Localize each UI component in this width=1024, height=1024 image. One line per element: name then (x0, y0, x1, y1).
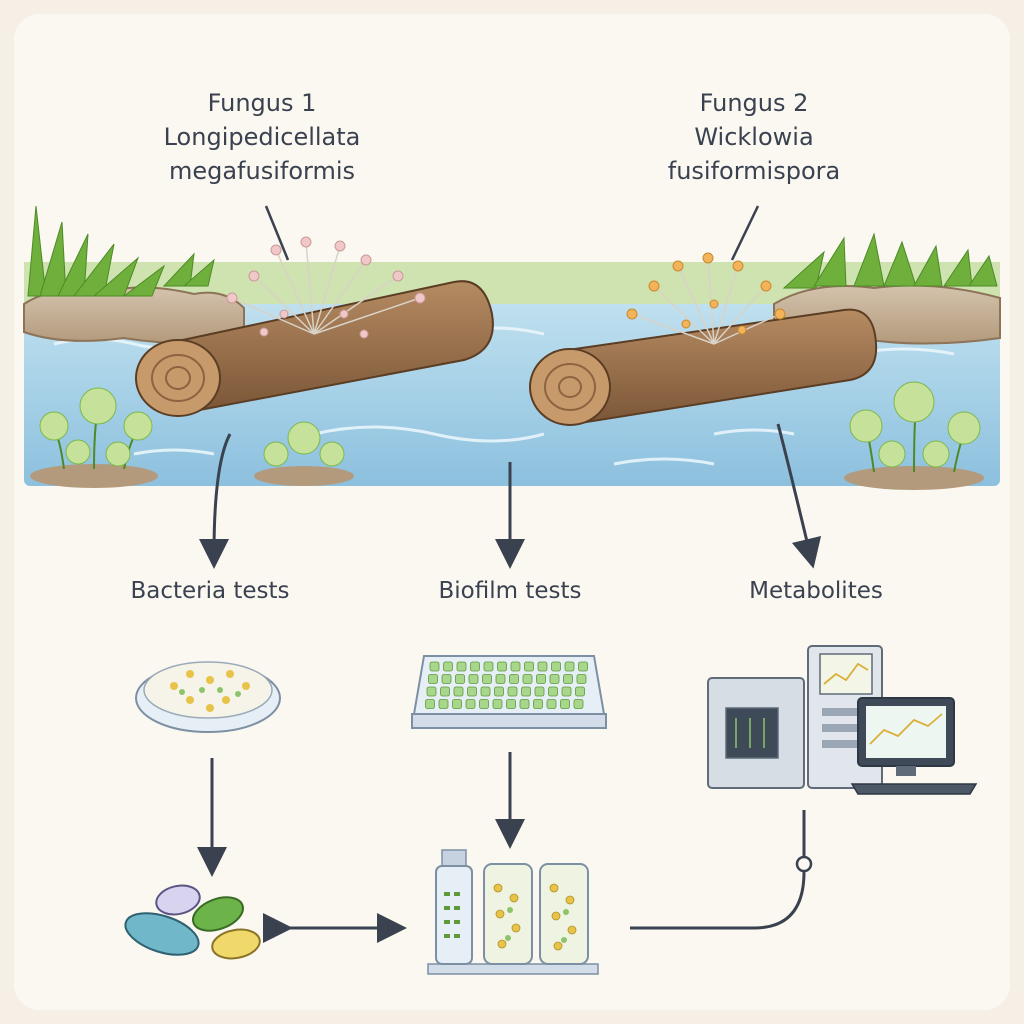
well (438, 699, 449, 709)
well (492, 699, 503, 709)
well (573, 699, 584, 709)
well (509, 674, 519, 684)
well (551, 661, 561, 672)
arrow-to-metabolites (776, 423, 822, 569)
left-grass (27, 205, 215, 297)
well (429, 661, 440, 672)
petri-dish-icon (135, 661, 281, 733)
connector-node (795, 855, 813, 873)
well (494, 686, 504, 697)
well (482, 674, 492, 684)
computer-monitor-icon (850, 697, 978, 795)
well (480, 686, 491, 697)
log-left (135, 280, 494, 417)
well (452, 699, 462, 709)
well (495, 674, 506, 684)
well (465, 699, 476, 709)
well (455, 674, 465, 684)
well (425, 699, 435, 709)
right-grass (782, 232, 998, 289)
well (522, 674, 533, 684)
well (576, 674, 587, 684)
well (467, 686, 477, 697)
well (524, 661, 534, 672)
well (497, 661, 507, 672)
left-plant (30, 387, 158, 488)
fungus-2-pointer (730, 205, 760, 261)
fungus-1-species-line2: megafusiformis (168, 157, 356, 185)
well (519, 699, 530, 709)
stage-metabolites: Metabolites (749, 578, 883, 604)
well (506, 699, 516, 709)
stage-biofilm-tests: Biofilm tests (438, 578, 582, 604)
fungus-1-species-line1: Longipedicellata (163, 123, 361, 151)
well (564, 661, 575, 672)
well (537, 661, 548, 672)
well (533, 699, 543, 709)
fungus-2-species-line2: fusiformispora (667, 157, 841, 185)
well (456, 661, 467, 672)
fungus-1-title: Fungus 1 (207, 89, 317, 117)
stage-bacteria-tests: Bacteria tests (130, 578, 290, 604)
fungus-2-label: Fungus 2 Wicklowia fusiformispora (604, 86, 904, 188)
well (521, 686, 531, 697)
well (483, 661, 494, 672)
middle-plant (254, 421, 354, 486)
well-plate-icon (411, 655, 607, 729)
fungus-2-title: Fungus 2 (699, 89, 809, 117)
fungus-1-label: Fungus 1 Longipedicellata megafusiformis (112, 86, 412, 188)
well (453, 686, 464, 697)
fungus-2-cluster (626, 252, 786, 345)
well (507, 686, 518, 697)
well (426, 686, 437, 697)
well (578, 661, 588, 672)
well (536, 674, 546, 684)
well (479, 699, 489, 709)
fungus-1-cluster (226, 236, 426, 339)
well (534, 686, 545, 697)
well (470, 661, 480, 672)
diagram-canvas: Fungus 1 Longipedicellata megafusiformis… (14, 14, 1010, 1010)
well (563, 674, 573, 684)
well (546, 699, 557, 709)
well (468, 674, 479, 684)
bacteria-cells-icon (124, 884, 261, 960)
well (443, 661, 453, 672)
well (440, 686, 450, 697)
fungus-2-species-line1: Wicklowia (694, 123, 814, 151)
arrow-to-bacteria (199, 433, 232, 569)
well (549, 674, 560, 684)
river-scene (23, 205, 1001, 975)
well (561, 686, 572, 697)
log-right (529, 308, 878, 426)
well (428, 674, 438, 684)
well (548, 686, 558, 697)
well (575, 686, 585, 697)
connector-instrument-to-bottles (630, 810, 806, 930)
well (560, 699, 570, 709)
well (441, 674, 452, 684)
right-plant (844, 381, 984, 490)
well (510, 661, 521, 672)
culture-bottles-icon (427, 849, 599, 975)
lab-instrument-icon (707, 645, 883, 789)
fungus-1-pointer (264, 205, 290, 261)
